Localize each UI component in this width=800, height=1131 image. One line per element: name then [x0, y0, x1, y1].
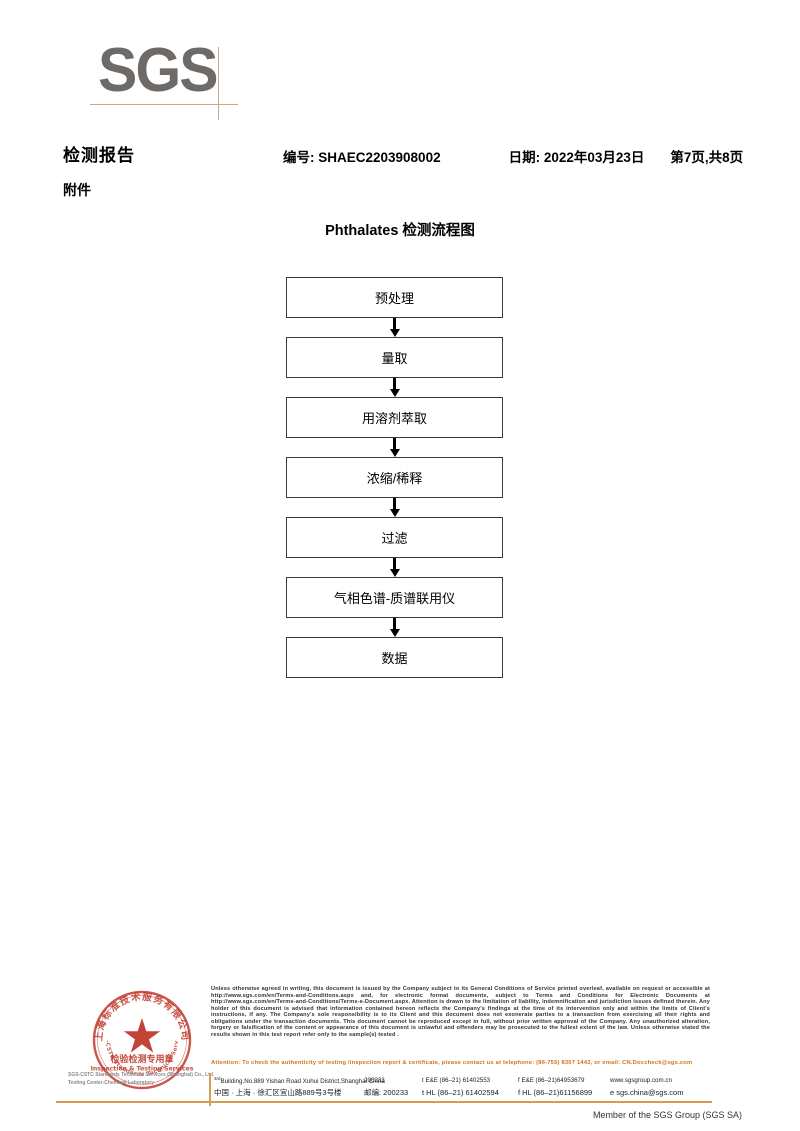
flow-step: 预处理: [286, 277, 503, 318]
address-en-text: Building,No.889 Yishan Road Xuhui Distri…: [220, 1078, 385, 1086]
flow-box-data: 数据: [286, 637, 503, 678]
zip-en: 200233: [364, 1077, 385, 1084]
tel-cn-1: t HL (86–21) 61402594: [422, 1088, 499, 1097]
address-en: 3rdBuilding,No.889 Yishan Road Xuhui Dis…: [214, 1073, 385, 1088]
flow-box-gcms: 气相色谱-质谱联用仪: [286, 577, 503, 618]
flow-step: 气相色谱-质谱联用仪: [286, 577, 503, 618]
sgs-logo: SGS: [90, 36, 318, 120]
address-cn: 中国 · 上海 · 徐汇区宜山路889号3号楼: [214, 1088, 342, 1097]
seal-company-line1: SGS-CSTC Standards Technical Services (S…: [68, 1072, 215, 1078]
footer-horizontal-divider: [56, 1101, 712, 1103]
logo-horizontal-rule: [90, 104, 238, 105]
flow-box-concentration-dilution: 浓缩/稀释: [286, 457, 503, 498]
footer-address-block: 3rdBuilding,No.889 Yishan Road Xuhui Dis…: [214, 1075, 714, 1099]
flowchart-title: Phthalates 检测流程图: [325, 223, 475, 239]
flow-arrow-down-icon: [286, 378, 503, 397]
flow-arrow-down-icon: [286, 558, 503, 577]
flow-step: 用溶剂萃取: [286, 397, 503, 438]
footer-vertical-divider: [209, 1073, 211, 1106]
company-seal-stamp: 上海标准技术服务有限公司 SGS-CSTC Standards Technica…: [90, 988, 194, 1092]
seal-company-line2: Testing Center-Chemical Laboratory: [68, 1079, 155, 1086]
tel-en-2: f E&E (86–21)64953679: [518, 1077, 585, 1084]
zip-cn: 邮编: 200233: [364, 1088, 409, 1097]
flow-arrow-down-icon: [286, 498, 503, 517]
page-title: 检测报告: [63, 146, 135, 165]
flow-box-filtration: 过滤: [286, 517, 503, 558]
address-ordinal: rd: [216, 1076, 221, 1082]
footer-attention-notice: Attention: To check the authenticity of …: [211, 1060, 693, 1066]
flow-box-pretreatment: 预处理: [286, 277, 503, 318]
flow-arrow-down-icon: [286, 318, 503, 337]
flowchart: 预处理 量取 用溶剂萃取 浓缩/稀释 过滤 气相色谱-质谱联用仪 数据: [286, 277, 503, 678]
flow-box-measuring: 量取: [286, 337, 503, 378]
logo-vertical-rule: [218, 47, 219, 120]
flow-step: 量取: [286, 337, 503, 378]
attachment-label: 附件: [63, 182, 91, 198]
report-date: 日期: 2022年03月23日: [508, 150, 645, 165]
flow-arrow-down-icon: [286, 438, 503, 457]
tel-cn-2: f HL (86–21)61156899: [518, 1088, 593, 1097]
sgs-logo-text: SGS: [98, 36, 219, 105]
header-meta: 编号: SHAEC2203908002 日期: 2022年03月23日 第7页,共8…: [283, 146, 753, 166]
tel-en-1: t E&E (86–21) 61402553: [422, 1077, 491, 1084]
svg-text:检验检测专用章: 检验检测专用章: [110, 1053, 173, 1065]
email-link[interactable]: e sgs.china@sgs.com: [610, 1088, 684, 1097]
page-indicator: 第7页,共8页: [670, 150, 744, 165]
flow-step: 过滤: [286, 517, 503, 558]
member-of-group-line: Member of the SGS Group (SGS SA): [592, 1110, 742, 1120]
address-row-en: 3rdBuilding,No.889 Yishan Road Xuhui Dis…: [214, 1075, 714, 1087]
flow-step: 浓缩/稀释: [286, 457, 503, 498]
seal-company-name: SGS-CSTC Standards Technical Services (S…: [68, 1072, 218, 1087]
website-link[interactable]: www.sgsgroup.com.cn: [610, 1077, 672, 1084]
footer-legal-text: Unless otherwise agreed in writing, this…: [211, 986, 710, 1038]
address-ordinal-suffix: 3: [214, 1076, 217, 1082]
flow-step: 数据: [286, 637, 503, 678]
flow-arrow-down-icon: [286, 618, 503, 637]
svg-text:Inspection & Testing Services: Inspection & Testing Services: [91, 1066, 194, 1073]
flow-box-solvent-extraction: 用溶剂萃取: [286, 397, 503, 438]
report-number: 编号: SHAEC2203908002: [283, 150, 441, 165]
address-row-cn: 中国 · 上海 · 徐汇区宜山路889号3号楼 邮编: 200233 t HL …: [214, 1087, 714, 1099]
